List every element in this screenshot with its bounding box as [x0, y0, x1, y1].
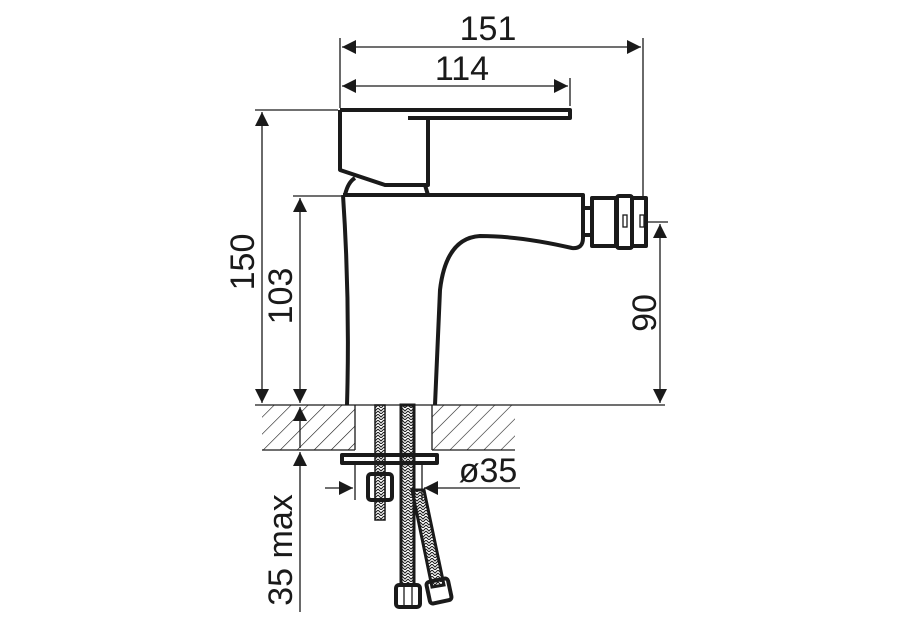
lever-handle: [338, 108, 572, 196]
dimension-label: 35 max: [262, 494, 300, 606]
mounting-kit: [340, 403, 454, 609]
dimension-label: 151: [460, 10, 517, 48]
mixer-body: [341, 193, 585, 406]
dimension-103: 103: [262, 195, 341, 403]
dimension-90: 90: [626, 221, 668, 403]
dimension-150: 150: [224, 109, 338, 403]
aerator: [581, 194, 648, 250]
dimension-35-max: 35 max: [262, 407, 307, 612]
countertop: [255, 404, 665, 451]
dimension-114: 114: [342, 50, 571, 106]
dimension-151: 151: [339, 10, 644, 200]
dimension-label: 114: [435, 50, 489, 88]
dimension-label: 150: [224, 234, 262, 291]
dimension-label: ø35: [459, 452, 518, 490]
dimension-diameter-35: ø35: [325, 452, 520, 500]
dimension-label: 90: [626, 294, 664, 332]
dimension-label: 103: [262, 268, 300, 325]
